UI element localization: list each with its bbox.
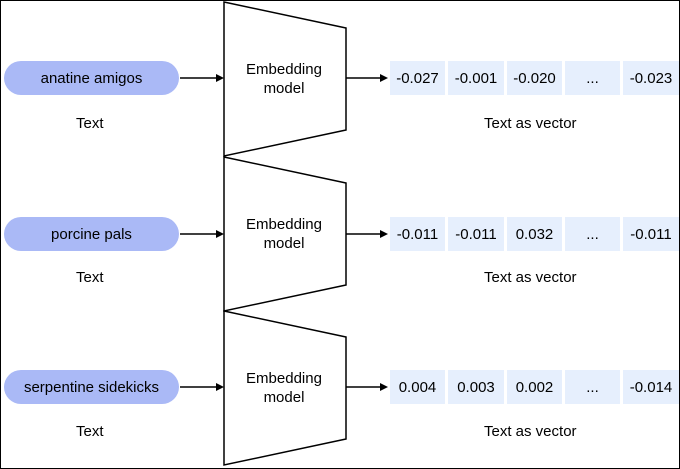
vector-cell-last: -0.011 bbox=[623, 217, 679, 251]
vector-cell-ellipsis: ... bbox=[565, 61, 620, 95]
vector-cell-2: 0.003 bbox=[448, 370, 504, 404]
input-text-pill: serpentine sidekicks bbox=[4, 370, 179, 404]
output-caption: Text as vector bbox=[484, 115, 577, 132]
embedding-row-1: anatine amigos Text Embedding model -0.0… bbox=[0, 0, 680, 157]
arrowhead-output bbox=[380, 230, 388, 238]
arrowhead-output bbox=[380, 383, 388, 391]
input-caption: Text bbox=[76, 269, 104, 286]
vector-cell-last: -0.023 bbox=[623, 61, 679, 95]
arrowhead-output bbox=[380, 74, 388, 82]
vector-cell-3: 0.002 bbox=[507, 370, 562, 404]
embedding-model-shape bbox=[180, 1, 388, 157]
arrowhead-input bbox=[216, 74, 224, 82]
embedding-row-2: porcine pals Text Embedding model -0.011… bbox=[0, 155, 680, 312]
model-label-line2: model bbox=[263, 389, 305, 406]
output-vector: -0.027 -0.001 -0.020 ... -0.023 bbox=[390, 61, 679, 95]
vector-cell-1: -0.027 bbox=[390, 61, 445, 95]
embedding-model-shape bbox=[180, 156, 388, 312]
model-label: Embedding model bbox=[226, 215, 342, 253]
arrowhead-input bbox=[216, 383, 224, 391]
embedding-model-shape bbox=[180, 310, 388, 466]
model-label: Embedding model bbox=[226, 60, 342, 98]
vector-cell-last: -0.014 bbox=[623, 370, 679, 404]
model-label: Embedding model bbox=[226, 369, 342, 407]
vector-cell-3: -0.020 bbox=[507, 61, 562, 95]
output-vector: 0.004 0.003 0.002 ... -0.014 bbox=[390, 370, 679, 404]
output-vector: -0.011 -0.011 0.032 ... -0.011 bbox=[390, 217, 679, 251]
input-text-pill: anatine amigos bbox=[4, 61, 179, 95]
vector-cell-2: -0.011 bbox=[448, 217, 504, 251]
output-caption: Text as vector bbox=[484, 269, 577, 286]
vector-cell-ellipsis: ... bbox=[565, 217, 620, 251]
model-label-line2: model bbox=[263, 235, 305, 252]
vector-cell-1: 0.004 bbox=[390, 370, 445, 404]
input-caption: Text bbox=[76, 423, 104, 440]
arrowhead-input bbox=[216, 230, 224, 238]
vector-cell-ellipsis: ... bbox=[565, 370, 620, 404]
vector-cell-1: -0.011 bbox=[390, 217, 445, 251]
input-text-pill: porcine pals bbox=[4, 217, 179, 251]
model-label-line1: Embedding bbox=[246, 370, 322, 387]
model-label-line1: Embedding bbox=[246, 61, 322, 78]
output-caption: Text as vector bbox=[484, 423, 577, 440]
input-caption: Text bbox=[76, 115, 104, 132]
vector-cell-2: -0.001 bbox=[448, 61, 504, 95]
vector-cell-3: 0.032 bbox=[507, 217, 562, 251]
embedding-row-3: serpentine sidekicks Text Embedding mode… bbox=[0, 309, 680, 466]
model-label-line1: Embedding bbox=[246, 216, 322, 233]
model-label-line2: model bbox=[263, 80, 305, 97]
